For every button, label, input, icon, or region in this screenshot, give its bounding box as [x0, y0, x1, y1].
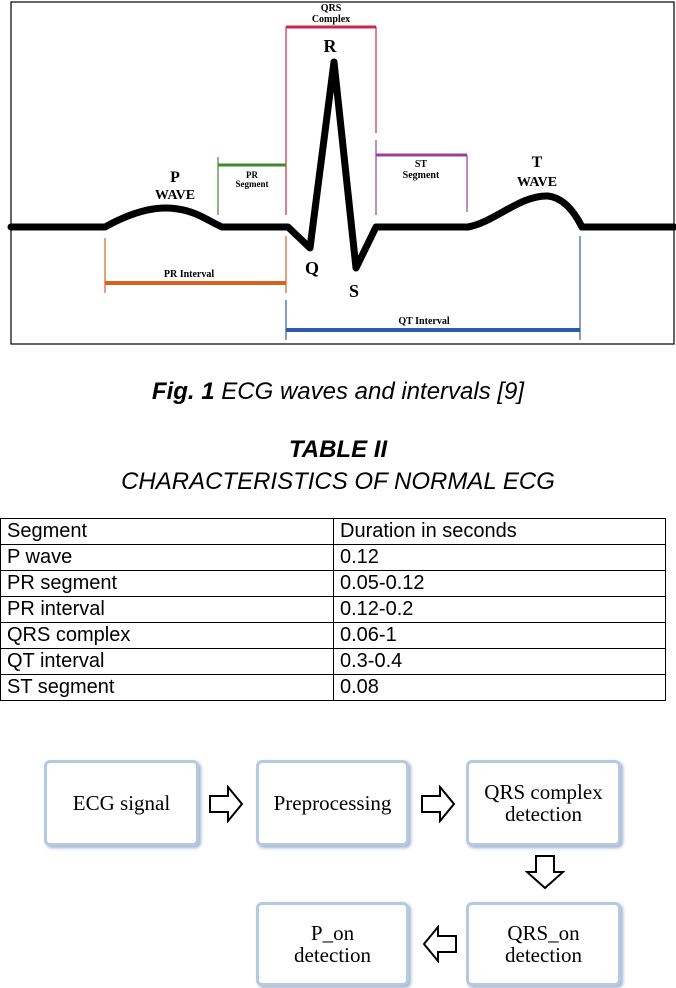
arrow-right-icon: [421, 785, 456, 823]
table-row: ST segment 0.08: [0, 674, 666, 701]
figure-border: [10, 1, 675, 345]
table-cell: 0.06-1: [333, 622, 666, 649]
table-cell: 0.08: [333, 674, 666, 701]
ecg-characteristics-table: Segment Duration in seconds P wave 0.12 …: [0, 518, 666, 701]
table-header-cell: Duration in seconds: [333, 518, 666, 545]
qrs-on-detection-box: QRS_on detection: [466, 902, 621, 986]
qrs-on-label-1: QRS_on: [507, 921, 580, 945]
q-wave-label: Q: [305, 258, 319, 278]
st-segment-label-1: ST: [415, 159, 428, 170]
ecg-signal-box: ECG signal: [44, 760, 199, 846]
t-wave-letter: T: [532, 154, 543, 171]
table-row: PR interval 0.12-0.2: [0, 596, 666, 623]
preprocessing-box: Preprocessing: [256, 760, 409, 846]
arrow-left-icon: [422, 925, 457, 963]
qt-interval-bracket: QT Interval: [285, 236, 581, 340]
table-row: QT interval 0.3-0.4: [0, 648, 666, 675]
arrow-down-icon: [525, 855, 565, 890]
p-on-detection-box: P_on detection: [256, 902, 409, 986]
table-cell: ST segment: [0, 674, 334, 701]
table-cell: PR segment: [0, 570, 334, 597]
table-cell: QRS complex: [0, 622, 334, 649]
table-row: PR segment 0.05-0.12: [0, 570, 666, 597]
table-row: QRS complex 0.06-1: [0, 622, 666, 649]
figure-caption-text: ECG waves and intervals [9]: [214, 378, 525, 405]
qrs-complex-label-1: QRS: [321, 3, 342, 14]
table-subtitle: CHARACTERISTICS OF NORMAL ECG: [121, 468, 555, 495]
qrs-complex-label-2: Complex: [312, 14, 350, 25]
preprocessing-label: Preprocessing: [273, 791, 392, 815]
qrs-complex-detection-box: QRS complex detection: [466, 760, 621, 846]
qrs-detection-label-2: detection: [505, 802, 582, 826]
table-cell: QT interval: [0, 648, 334, 675]
table-row: P wave 0.12: [0, 544, 666, 571]
figure-caption: Fig. 1 ECG waves and intervals [9]: [0, 378, 676, 406]
pr-interval-bracket: PR Interval: [104, 236, 287, 293]
pr-interval-label: PR Interval: [164, 269, 214, 280]
ecg-waveform-figure: QRS Complex PR Segment ST Segment PR Int…: [7, 1, 676, 345]
p-on-label-1: P_on: [310, 921, 355, 945]
table-cell: 0.12: [333, 544, 666, 571]
qrs-complex-bracket: QRS Complex: [285, 3, 377, 215]
table-title: TABLE II: [288, 436, 388, 463]
qrs-on-label-2: detection: [505, 943, 582, 967]
ecg-signal-label: ECG signal: [72, 791, 171, 815]
pr-segment-bracket: PR Segment: [217, 157, 286, 215]
table-header-cell: Segment: [0, 518, 334, 545]
table-cell: 0.3-0.4: [333, 648, 666, 675]
qt-interval-label: QT Interval: [398, 316, 449, 327]
arrow-right-icon: [209, 785, 244, 823]
table-header-row: Segment Duration in seconds: [0, 518, 666, 545]
pr-segment-label-1: PR: [246, 170, 258, 180]
qrs-detection-label-1: QRS complex: [484, 780, 603, 804]
table-cell: 0.12-0.2: [333, 596, 666, 623]
pr-segment-label-2: Segment: [236, 179, 269, 189]
st-segment-bracket: ST Segment: [375, 140, 468, 215]
p-on-label-2: detection: [294, 943, 371, 967]
p-wave-word: WAVE: [155, 188, 195, 203]
p-wave-letter: P: [170, 169, 180, 186]
r-wave-label: R: [324, 36, 338, 56]
figure-caption-label: Fig. 1: [151, 378, 215, 405]
st-segment-label-2: Segment: [403, 170, 440, 181]
table-cell: 0.05-0.12: [333, 570, 666, 597]
table-cell: P wave: [0, 544, 334, 571]
table-cell: PR interval: [0, 596, 334, 623]
s-wave-label: S: [349, 281, 359, 301]
ecg-trace: [7, 58, 676, 272]
t-wave-word: WAVE: [517, 175, 557, 190]
